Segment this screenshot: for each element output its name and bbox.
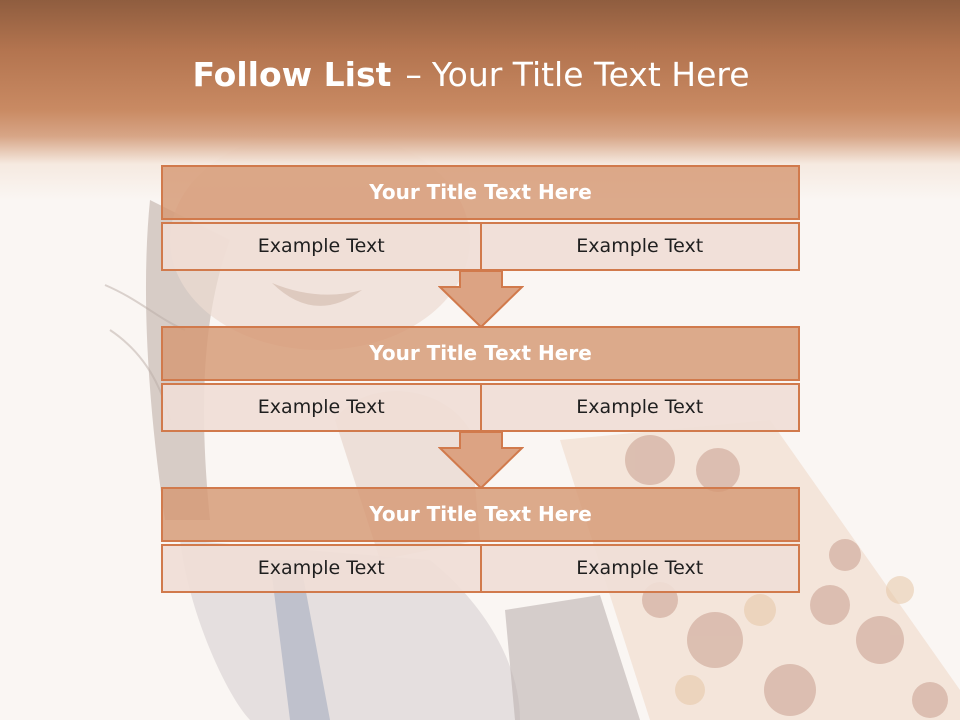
slide-title: Follow List–Your Title Text Here: [0, 52, 942, 98]
block-cell-left[interactable]: Example Text: [161, 383, 481, 432]
block-title[interactable]: Your Title Text Here: [161, 326, 800, 381]
slide-title-separator: –: [405, 55, 422, 94]
down-arrow-icon: [438, 270, 524, 328]
block-cell-right[interactable]: Example Text: [480, 222, 800, 271]
block-cell-left[interactable]: Example Text: [161, 222, 481, 271]
down-arrow-icon: [438, 431, 524, 489]
block-row: Example Text Example Text: [161, 383, 800, 432]
list-block-2: Your Title Text Here Example Text Exampl…: [161, 326, 800, 432]
block-title[interactable]: Your Title Text Here: [161, 487, 800, 542]
list-block-1: Your Title Text Here Example Text Exampl…: [161, 165, 800, 271]
slide-title-rest: Your Title Text Here: [431, 55, 750, 94]
block-row: Example Text Example Text: [161, 222, 800, 271]
block-cell-right[interactable]: Example Text: [480, 544, 800, 593]
block-cell-right[interactable]: Example Text: [480, 383, 800, 432]
list-block-3: Your Title Text Here Example Text Exampl…: [161, 487, 800, 593]
block-title[interactable]: Your Title Text Here: [161, 165, 800, 220]
block-row: Example Text Example Text: [161, 544, 800, 593]
block-cell-left[interactable]: Example Text: [161, 544, 481, 593]
slide-title-bold: Follow List: [192, 55, 392, 94]
